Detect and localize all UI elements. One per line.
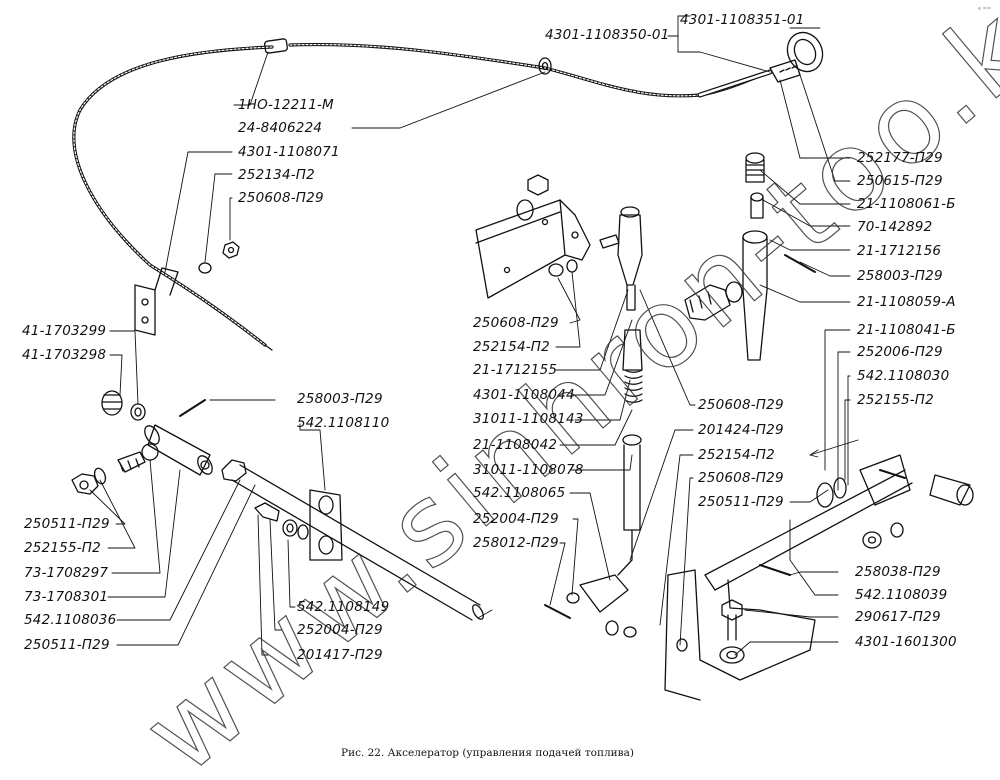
part-label: 252155-П2 <box>24 540 101 556</box>
part-label: 258003-П29 <box>297 391 383 407</box>
part-label: 542.1108065 <box>473 485 566 501</box>
direction-arrows <box>477 439 859 619</box>
part-label: 542.1108149 <box>297 599 390 615</box>
part-label: 252177-П29 <box>857 150 943 166</box>
part-label: 70-142892 <box>857 219 933 235</box>
part-label: 250608-П29 <box>698 470 784 486</box>
part-label: 31011-1108078 <box>473 462 584 478</box>
cable-bracket <box>134 267 273 351</box>
accelerator-knob <box>769 31 824 83</box>
vertical-link-rod <box>599 206 643 576</box>
part-label: 21-1108041-Б <box>857 322 956 338</box>
part-label: 250608-П29 <box>473 315 559 331</box>
part-label: 290617-П29 <box>855 609 941 625</box>
part-label: 252004-П29 <box>297 622 383 638</box>
part-label: 252004-П29 <box>473 511 559 527</box>
part-label: 250608-П29 <box>238 190 324 206</box>
part-label: 201424-П29 <box>698 422 784 438</box>
part-label: 252154-П2 <box>698 447 775 463</box>
part-label: 258038-П29 <box>855 564 941 580</box>
mounting-bracket-top <box>475 174 591 299</box>
cotter-pins <box>544 574 688 652</box>
pedal-shaft-bracket <box>664 454 974 701</box>
part-label: 250511-П29 <box>24 516 110 532</box>
part-label: 73-1708297 <box>24 565 109 581</box>
part-label: 258012-П29 <box>473 535 559 551</box>
part-label: 73-1708301 <box>24 589 109 605</box>
part-label: 4301-1108350-01 <box>545 27 670 43</box>
part-label: 252134-П2 <box>238 167 315 183</box>
part-label: 4301-1601300 <box>855 634 957 650</box>
leader-lines <box>89 15 851 656</box>
part-label: 252154-П2 <box>473 339 550 355</box>
part-label: 41-1703298 <box>22 347 107 363</box>
accelerator-shaft <box>221 459 484 621</box>
part-label: 250511-П29 <box>24 637 110 653</box>
part-label: 4301-1108351-01 <box>680 12 805 28</box>
part-label: 4301-1108044 <box>473 387 575 403</box>
small-nuts <box>198 241 240 274</box>
part-label: 21-1108042 <box>473 437 558 453</box>
part-label: 250511-П29 <box>698 494 784 510</box>
part-label: 31011-1108143 <box>473 411 584 427</box>
part-label: 542.1108110 <box>297 415 390 431</box>
part-label: 21-1712156 <box>857 243 942 259</box>
part-label: 258003-П29 <box>857 268 943 284</box>
part-label: 250615-П29 <box>857 173 943 189</box>
part-label: 1НО-12211-М <box>238 97 334 113</box>
part-label: 21-1712155 <box>473 362 558 378</box>
part-label: 542.1108036 <box>24 612 117 628</box>
corner-mark: e == <box>978 6 992 12</box>
pedal-lever-parts <box>684 152 816 361</box>
part-label: 201417-П29 <box>297 647 383 663</box>
part-label: 21-1108059-А <box>857 294 956 310</box>
part-label: 542.1108030 <box>857 368 950 384</box>
accelerator-cable <box>72 38 773 347</box>
part-label: 252006-П29 <box>857 344 943 360</box>
part-label: 250608-П29 <box>698 397 784 413</box>
part-label: 24-8406224 <box>238 120 323 136</box>
part-label: 4301-1108071 <box>238 144 340 160</box>
left-linkage-parts <box>71 390 213 495</box>
part-label: 41-1703299 <box>22 323 107 339</box>
figure-caption: Рис. 22. Акселератор (управления подачей… <box>341 747 634 759</box>
part-label: 21-1108061-Б <box>857 196 956 212</box>
part-label: 252155-П2 <box>857 392 934 408</box>
part-label: 542.1108039 <box>855 587 948 603</box>
